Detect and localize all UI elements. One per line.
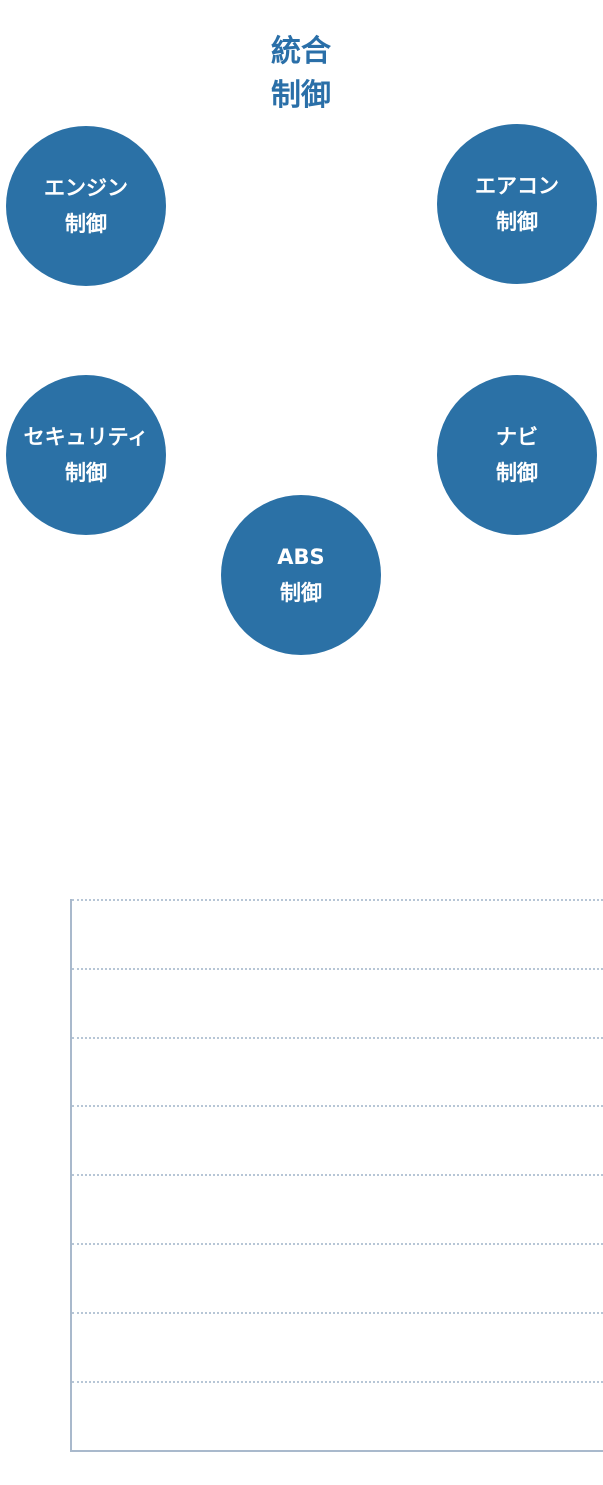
engine-control-label: エンジン [44,176,128,200]
chart-gridline [72,1381,603,1383]
aircon-control-node: エアコン 制御 [437,124,597,284]
chart-gridline [72,1174,603,1176]
chart-gridline [72,1243,603,1245]
engine-control-node: エンジン 制御 [6,126,166,286]
chart-gridline [72,1037,603,1039]
integrated-control-label: 統合 制御 [231,30,371,118]
security-control-sublabel: 制御 [65,461,107,485]
integrated-control-line1: 統合 [271,34,331,69]
abs-control-node: ABS 制御 [221,495,381,655]
abs-control-sublabel: 制御 [280,581,322,605]
integrated-control-line2: 制御 [271,78,331,113]
chart-y-axis [70,899,72,1451]
navi-control-node: ナビ 制御 [437,375,597,535]
empty-chart-area [70,899,603,1452]
chart-gridline [72,899,603,901]
abs-control-label: ABS [277,545,325,569]
chart-x-axis [70,1450,603,1452]
chart-gridline [72,1312,603,1314]
aircon-control-label: エアコン [475,174,559,198]
engine-control-sublabel: 制御 [65,212,107,236]
chart-gridline [72,968,603,970]
navi-control-sublabel: 制御 [496,461,538,485]
chart-gridline [72,1105,603,1107]
security-control-node: セキュリティ 制御 [6,375,166,535]
aircon-control-sublabel: 制御 [496,210,538,234]
navi-control-label: ナビ [496,425,538,449]
security-control-label: セキュリティ [23,425,149,449]
